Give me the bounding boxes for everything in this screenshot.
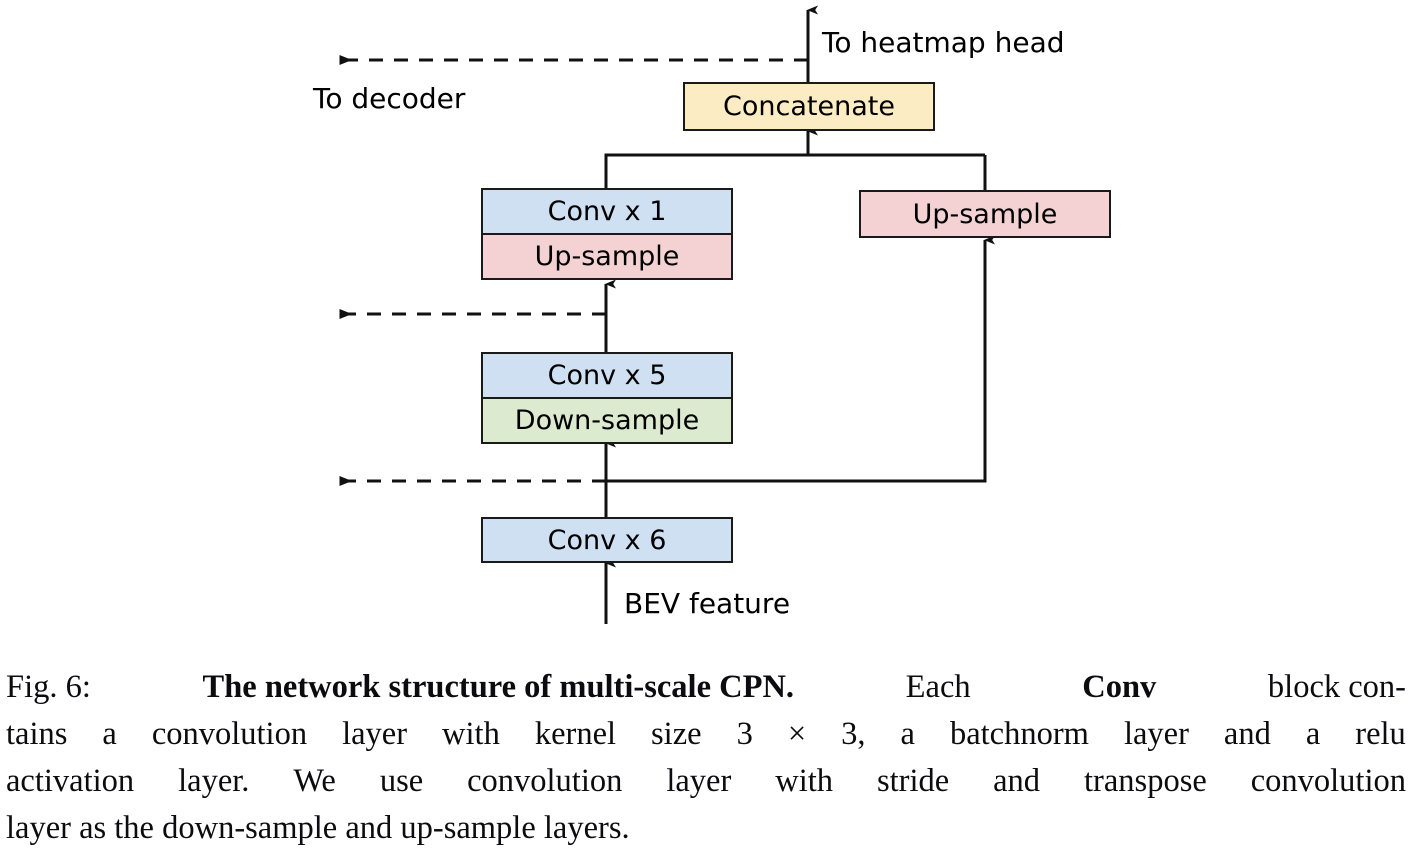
- block-conv-x-1-label: Conv x 1: [483, 190, 731, 233]
- block-conv-x-6-label: Conv x 6: [483, 519, 731, 561]
- caption-line-1: Fig. 6: The network structure of multi-s…: [6, 664, 1406, 711]
- block-up-sample-right-label: Up-sample: [861, 192, 1109, 236]
- block-conv-x-1-upsample[interactable]: Conv x 1 Up-sample: [481, 188, 733, 280]
- block-up-sample-left-label: Up-sample: [483, 233, 731, 278]
- label-to-decoder: To decoder: [313, 82, 466, 115]
- figure-diagram: Concatenate Conv x 1 Up-sample Up-sample…: [313, 5, 1111, 624]
- caption-line1-tail: block con-: [1267, 669, 1406, 705]
- edge-conv1-to-splitbar: [604, 153, 985, 188]
- label-bev-feature: BEV feature: [624, 587, 791, 620]
- block-down-sample-label: Down-sample: [483, 397, 731, 442]
- caption-figure-number: Fig. 6:: [6, 669, 91, 705]
- block-conv-x-5-downsample[interactable]: Conv x 5 Down-sample: [481, 352, 733, 444]
- caption-title: The network structure of multi-scale CPN…: [202, 669, 795, 705]
- block-conv-x-5-label: Conv x 5: [483, 354, 731, 397]
- block-conv-x-6[interactable]: Conv x 6: [481, 517, 733, 563]
- caption-each: Each: [905, 669, 971, 705]
- caption-line-4: layer as the down-sample and up-sample l…: [6, 810, 630, 846]
- label-to-heatmap-head: To heatmap head: [822, 26, 1065, 59]
- block-concatenate-label: Concatenate: [685, 84, 933, 129]
- edge-conv6-to-upsample-right: [606, 235, 995, 483]
- block-up-sample-right[interactable]: Up-sample: [859, 190, 1111, 238]
- figure-caption: Fig. 6: The network structure of multi-s…: [6, 664, 1406, 852]
- caption-conv-bold: Conv: [1082, 669, 1157, 705]
- diagram-connectors: [339, 5, 995, 624]
- block-concatenate[interactable]: Concatenate: [683, 82, 935, 131]
